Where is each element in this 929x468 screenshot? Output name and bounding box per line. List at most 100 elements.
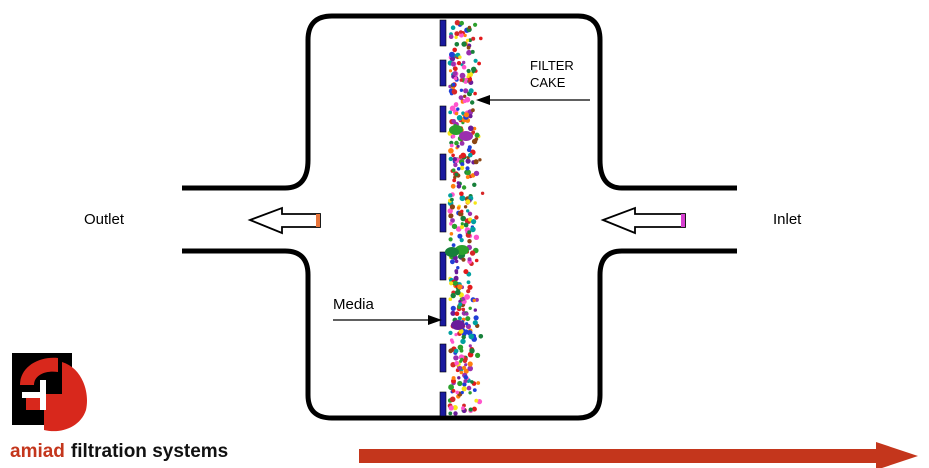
cake-particle [459,165,465,171]
cake-clump [459,131,473,141]
cake-particle [459,72,466,79]
cake-particle [453,275,459,281]
filter-cake-label-line2: CAKE [530,75,566,90]
cake-particle [468,152,473,158]
cake-particle [455,390,460,395]
cake-particle [463,222,469,228]
cake-particle [473,22,478,27]
cake-particle [455,289,461,296]
cake-particle [475,352,481,358]
cake-particle [464,96,471,103]
cake-particle [452,157,458,162]
cake-particle [459,20,465,26]
cake-particle [456,115,463,121]
cake-particle [459,141,465,146]
cake-particle [459,32,464,38]
cake-particle [453,66,458,71]
cake-particle [452,280,458,286]
cake-particle [467,211,473,216]
cake-particle [462,382,467,387]
cake-particle [456,184,462,189]
cake-particle [453,102,459,108]
cake-particle [459,78,464,82]
cake-particle [459,195,466,202]
cake-particle [472,298,476,303]
cake-particle [463,379,468,384]
cake-particle [463,368,469,374]
cake-particle [466,75,470,79]
cake-particle [480,191,485,195]
cake-particle [474,398,479,403]
cake-particle [469,250,476,256]
cake-particle [451,153,455,158]
cake-particle [471,138,478,145]
cake-particle [466,289,471,294]
cake-particle [465,316,471,322]
cake-particle [461,334,466,340]
cake-particle [454,140,459,146]
cake-particle [452,178,457,183]
cake-particle [448,193,453,198]
cake-particle [450,292,456,299]
cake-particle [448,411,453,416]
cake-particle [452,47,458,53]
cake-particle [450,259,455,265]
cake-particle [460,215,467,222]
cake-particle [460,338,466,345]
cake-particle [471,108,475,113]
cake-particle [474,215,479,220]
cake-particle [458,302,463,307]
cake-particle [459,88,464,93]
cake-particle [473,315,479,321]
cake-particle [457,316,462,321]
cake-particle [471,219,477,225]
cake-particle [461,257,466,262]
cake-particle [470,380,474,384]
cake-particle [448,297,453,302]
cake-particle [453,355,459,361]
cake-particle [457,344,464,351]
cake-clump [451,320,465,330]
housing-outline [182,13,737,421]
inlet-arrow-icon [600,206,686,235]
cake-particle [460,390,464,395]
media-pointer-arrow [333,315,442,325]
cake-particle [473,58,478,63]
cake-particle [464,294,470,300]
cake-particle [468,344,472,348]
cake-particle [449,105,456,112]
cake-particle [467,257,472,262]
cake-particle [472,388,477,392]
brand-name: amiad [10,441,65,462]
media-segment [439,153,447,181]
cake-particle [471,406,477,412]
media-segment [439,19,447,47]
cake-particle [457,376,461,380]
cake-particle [466,68,471,74]
cake-particle [471,36,476,41]
cake-particle [453,411,458,416]
outlet-arrow-icon [247,206,321,235]
cake-particle [473,159,479,165]
media-segment [439,251,447,281]
cake-particle [449,348,454,353]
cake-particle [473,91,477,96]
cake-particle [454,361,460,366]
cake-particle [460,162,465,167]
cake-particle [466,385,472,391]
cake-particle [456,107,460,111]
cake-particle [449,232,454,236]
cake-particle [465,322,469,326]
cake-particle [451,119,457,124]
cake-particle [450,218,455,223]
cake-particle [473,201,477,205]
cake-particle [473,234,480,240]
cake-particle [466,147,472,153]
cake-particle [463,269,469,275]
cake-particle [448,148,454,154]
media-segment [439,203,447,233]
cake-particle [470,100,475,105]
cake-particle [454,31,460,37]
media-segment [439,343,447,373]
